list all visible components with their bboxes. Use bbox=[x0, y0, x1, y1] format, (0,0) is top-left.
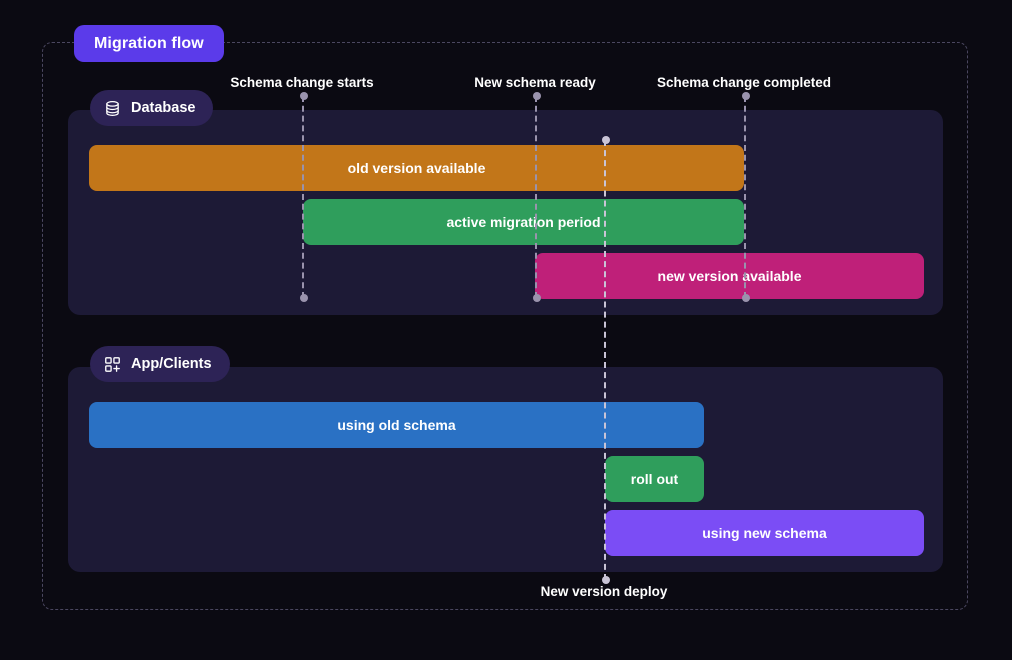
guide-dot-top bbox=[300, 92, 308, 100]
bar-active-migration-period[interactable]: active migration period bbox=[303, 199, 744, 245]
bar-roll-out[interactable]: roll out bbox=[605, 456, 704, 502]
lane-chip-database: Database bbox=[90, 90, 214, 126]
apps-add-icon bbox=[104, 356, 121, 373]
bar-new-version-available[interactable]: new version available bbox=[535, 253, 924, 299]
bar-using-old-schema[interactable]: using old schema bbox=[89, 402, 704, 448]
guide-line-schema-change-completed bbox=[742, 92, 750, 302]
page-title: Migration flow bbox=[94, 34, 204, 52]
guide-line-new-schema-ready bbox=[533, 92, 541, 302]
bar-label: using new schema bbox=[702, 525, 827, 541]
guide-line-new-version-deploy bbox=[602, 136, 610, 584]
bar-old-version-available[interactable]: old version available bbox=[89, 145, 744, 191]
bar-label: using old schema bbox=[337, 417, 456, 433]
bar-label: new version available bbox=[657, 268, 802, 284]
lane-label-app-clients: App/Clients bbox=[131, 356, 212, 372]
guide-dot-bottom bbox=[742, 294, 750, 302]
database-icon bbox=[104, 100, 121, 117]
bar-using-new-schema[interactable]: using new schema bbox=[605, 510, 924, 556]
diagram-frame bbox=[42, 42, 968, 610]
bar-label: old version available bbox=[347, 160, 486, 176]
guide-dot-top bbox=[602, 136, 610, 144]
guide-dot-bottom bbox=[533, 294, 541, 302]
milestone-label-schema-change-completed: Schema change completed bbox=[656, 75, 832, 90]
guide-dot-bottom bbox=[300, 294, 308, 302]
bar-label: roll out bbox=[630, 471, 679, 487]
lane-chip-app-clients: App/Clients bbox=[90, 346, 230, 382]
milestone-label-new-schema-ready: New schema ready bbox=[474, 75, 596, 90]
guide-dot-top bbox=[533, 92, 541, 100]
guide-dot-bottom bbox=[602, 576, 610, 584]
guide-line-schema-change-starts bbox=[300, 92, 308, 302]
lane-label-database: Database bbox=[131, 100, 196, 116]
migration-flow-title-chip: Migration flow bbox=[74, 25, 224, 62]
guide-dot-top bbox=[742, 92, 750, 100]
deploy-marker-label: New version deploy bbox=[540, 584, 668, 599]
milestone-label-schema-change-starts: Schema change starts bbox=[230, 75, 374, 90]
bar-label: active migration period bbox=[446, 214, 601, 230]
